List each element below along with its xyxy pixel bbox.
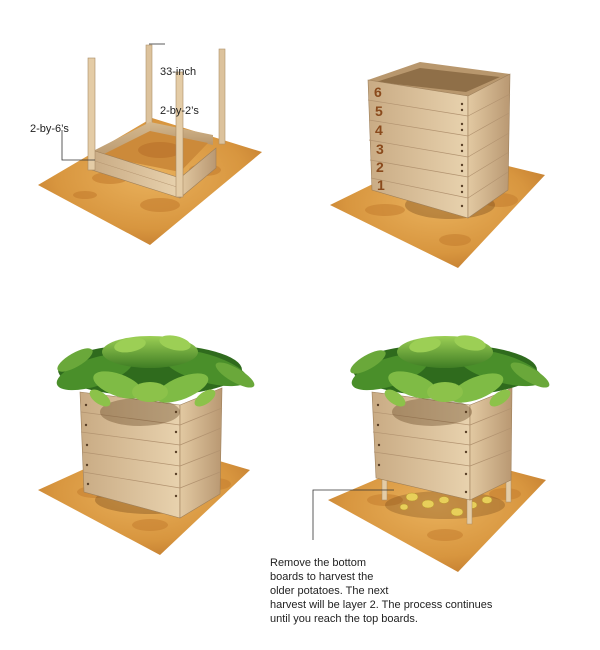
potato bbox=[421, 499, 435, 509]
layer-numbers: 6 5 4 3 2 1 bbox=[374, 84, 385, 193]
panel-4-harvest bbox=[312, 335, 550, 572]
layer-number: 3 bbox=[376, 141, 384, 157]
layer-number: 4 bbox=[375, 122, 383, 138]
rail-front-left bbox=[87, 57, 96, 171]
board-back-left bbox=[95, 122, 150, 160]
potato bbox=[438, 496, 450, 504]
potato bbox=[399, 503, 409, 511]
caption-line: harvest will be layer 2. The process con… bbox=[270, 599, 493, 611]
rail-back-left bbox=[145, 44, 153, 136]
potato-plant bbox=[350, 335, 550, 407]
caption-line: boards to harvest the bbox=[270, 571, 374, 583]
box-side bbox=[467, 73, 511, 219]
rail-corner bbox=[381, 477, 388, 501]
panel-2-layered-box: 6 5 4 3 2 1 bbox=[330, 62, 545, 268]
layer-number: 6 bbox=[374, 84, 382, 100]
rail-back-right bbox=[218, 48, 226, 145]
callout-rails: 33-inch 2-by-2’s bbox=[160, 40, 199, 131]
caption-line: until you reach the top boards. bbox=[270, 613, 418, 625]
callout-rails-length: 33-inch bbox=[160, 66, 197, 78]
rail-front-right bbox=[175, 71, 184, 198]
layer-number: 1 bbox=[377, 177, 385, 193]
panel-1-frame bbox=[38, 43, 262, 245]
leader-boards bbox=[61, 130, 95, 161]
callout-boards: 2-by-6’s bbox=[30, 123, 69, 135]
potato bbox=[405, 492, 419, 502]
potato-plant bbox=[56, 335, 255, 407]
caption-line: older potatoes. The next bbox=[270, 585, 389, 597]
potato bbox=[450, 507, 464, 517]
caption-line: Remove the bottom bbox=[270, 557, 366, 569]
potato bbox=[481, 496, 493, 504]
panel-3-planted-box bbox=[38, 335, 255, 555]
layer-number: 2 bbox=[376, 159, 384, 175]
leader-caption bbox=[312, 489, 394, 540]
harvest-caption: Remove the bottom boards to harvest the … bbox=[270, 556, 580, 626]
layer-number: 5 bbox=[375, 103, 383, 119]
callout-rails-size: 2-by-2’s bbox=[160, 105, 199, 117]
